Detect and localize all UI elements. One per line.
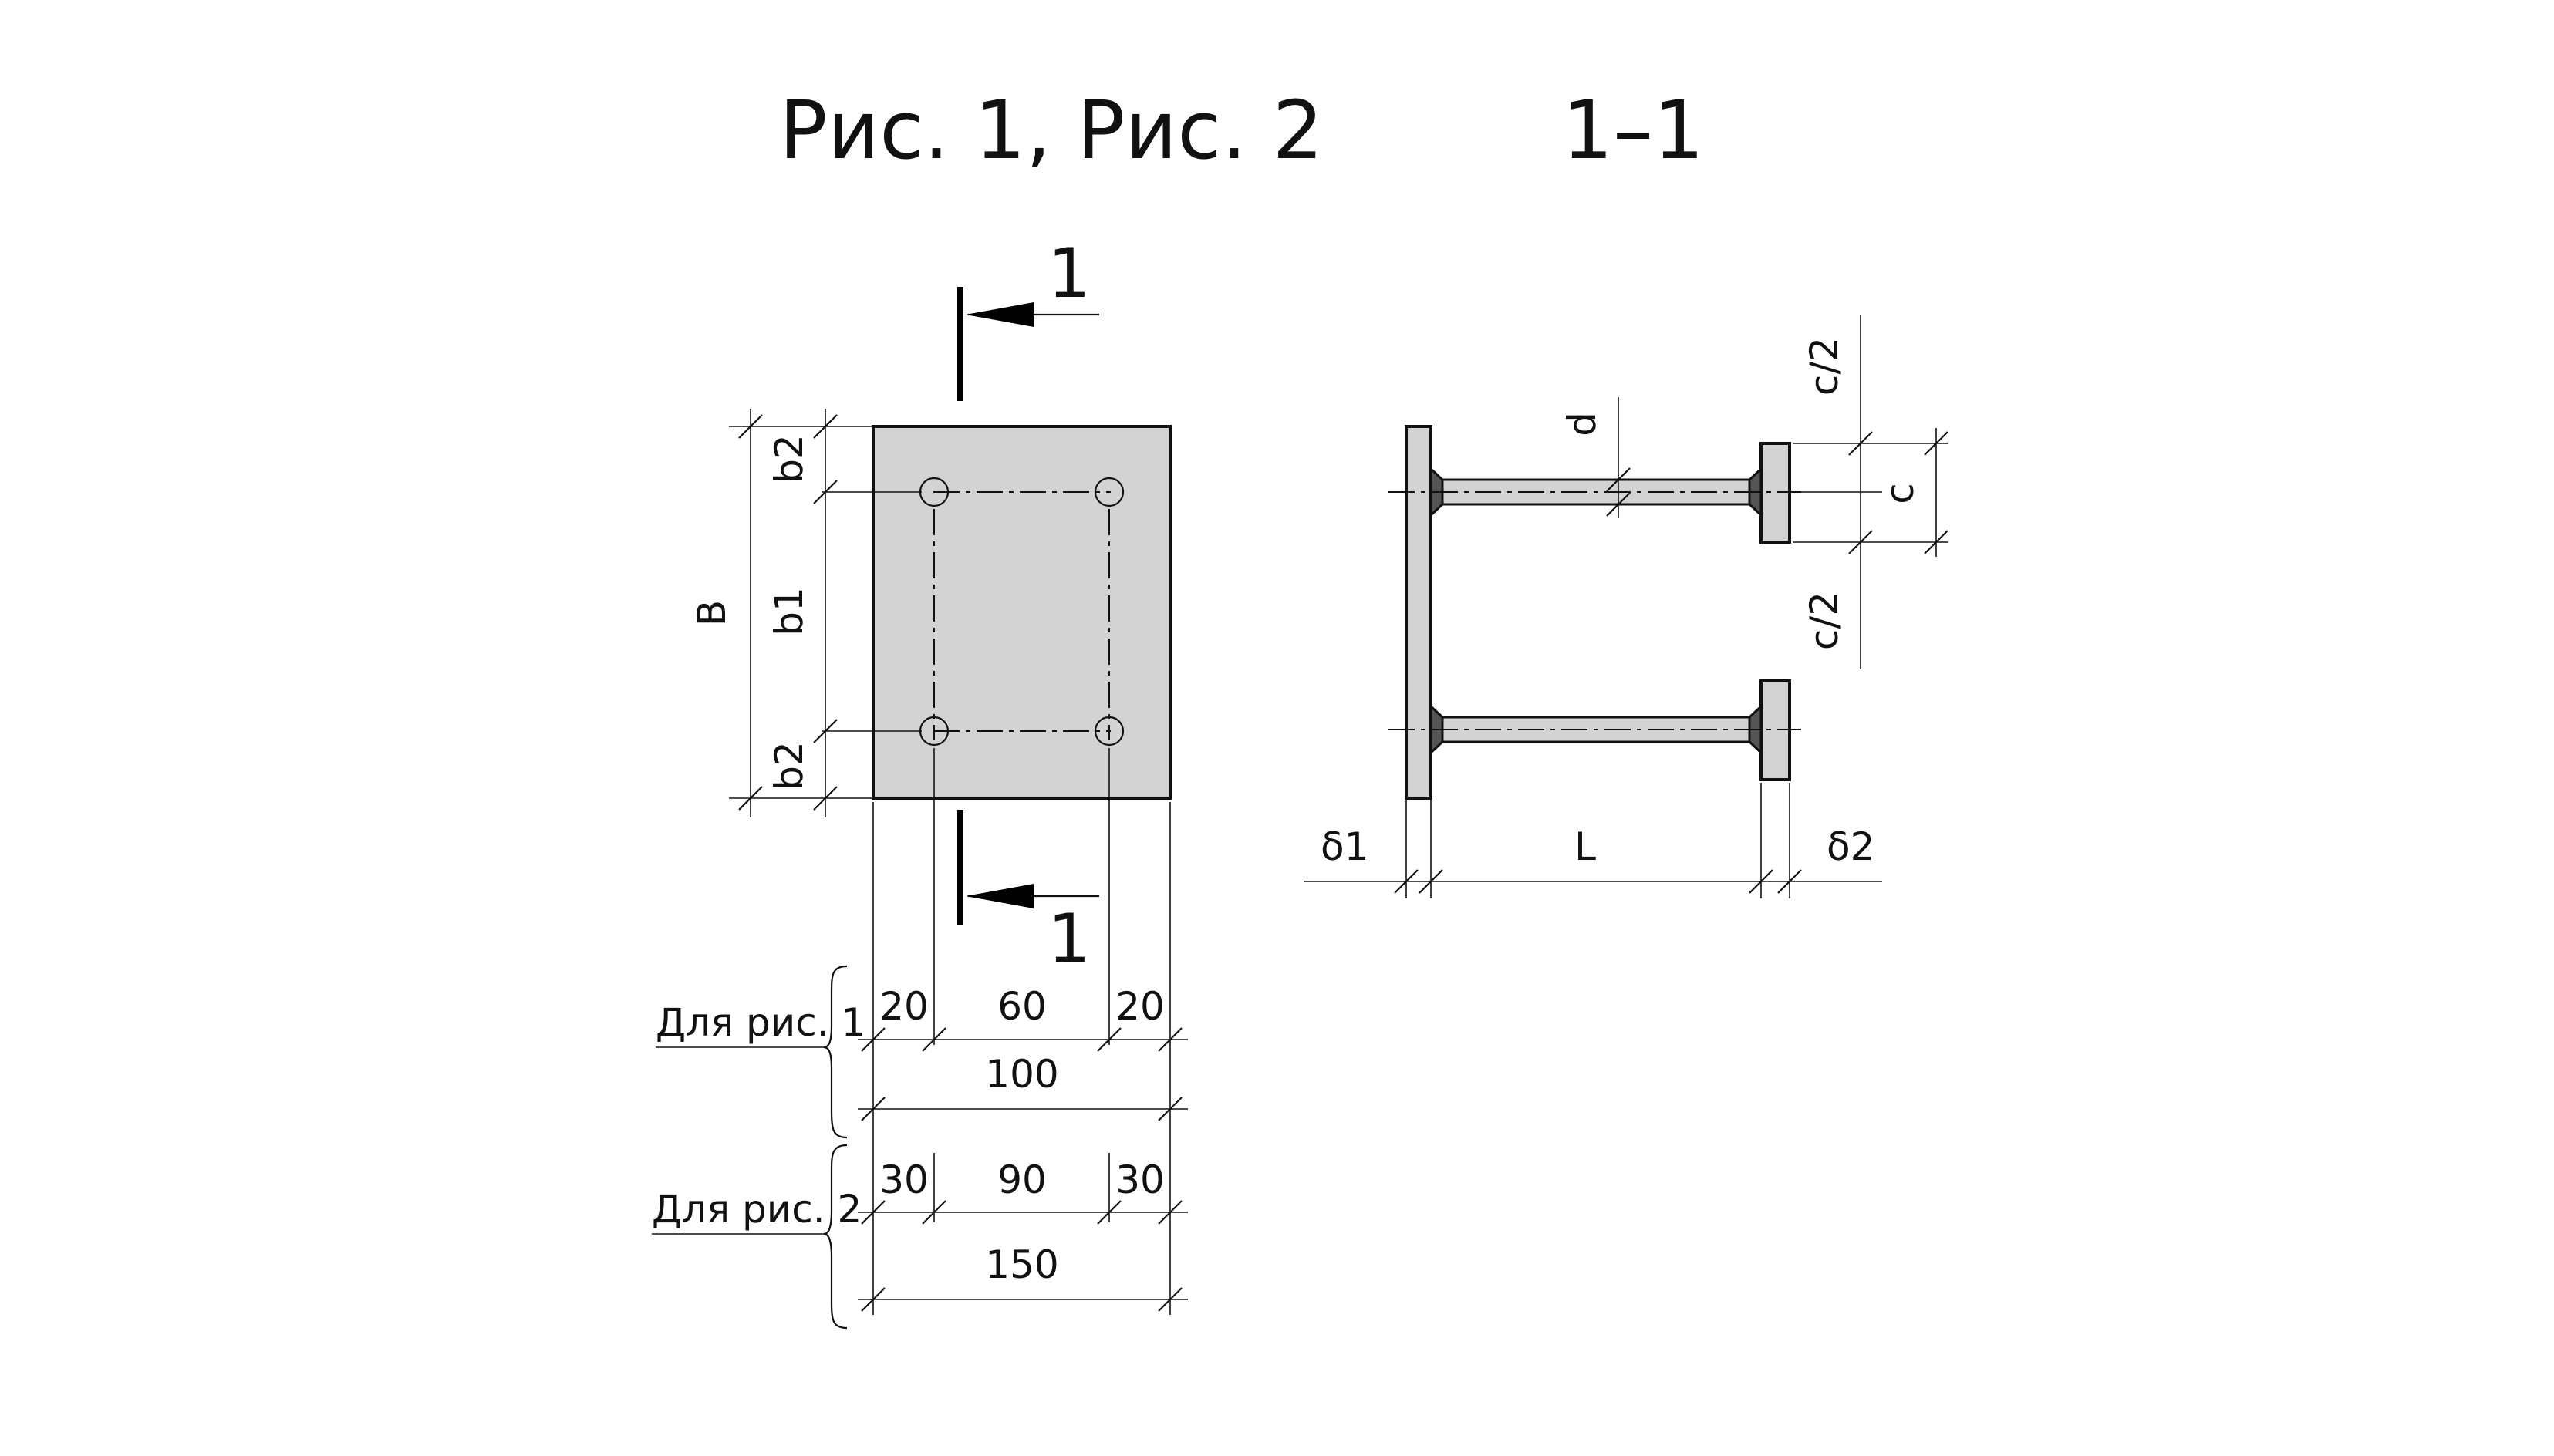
section-arrow-top (966, 302, 1034, 327)
label-c-half-bottom: c/2 (1802, 592, 1847, 650)
dim-fig2-left: 30 (879, 1158, 929, 1202)
label-b2-bottom: b2 (767, 741, 811, 790)
title-right: 1–1 (1562, 83, 1704, 177)
dimensions-fig2: Для рис. 2 30 90 30 150 (652, 1144, 1188, 1330)
label-delta1: δ1 (1321, 824, 1368, 869)
section-arrow-bottom (966, 884, 1034, 908)
caption-fig1: Для рис. 1 (656, 1000, 865, 1045)
brace-fig2 (823, 1144, 848, 1330)
dim-fig1-middle: 60 (997, 984, 1047, 1029)
dim-fig1-right: 20 (1115, 984, 1165, 1029)
dimensions-fig1: Для рис. 1 20 60 20 100 (656, 965, 1188, 1139)
title-left: Рис. 1, Рис. 2 (779, 83, 1324, 177)
bolt-hole (1094, 477, 1125, 507)
dim-fig2-middle: 90 (997, 1158, 1047, 1202)
label-d: d (1560, 412, 1604, 436)
plan-view: B b2 b1 b2 1 1 (690, 234, 1172, 1315)
dim-fig1-total: 100 (985, 1052, 1058, 1097)
label-c: c (1878, 483, 1922, 504)
label-B: B (690, 600, 734, 626)
dim-fig2-right: 30 (1115, 1158, 1165, 1202)
left-plate (1405, 425, 1432, 800)
base-plate (872, 425, 1172, 800)
label-b1: b1 (767, 587, 811, 636)
label-b2-top: b2 (767, 434, 811, 484)
dim-fig1-left: 20 (879, 984, 929, 1029)
label-L: L (1574, 824, 1596, 869)
brace-fig1 (823, 965, 848, 1139)
label-c-half-top: c/2 (1802, 337, 1847, 396)
caption-fig2: Для рис. 2 (652, 1187, 862, 1232)
label-delta2: δ2 (1827, 824, 1874, 869)
bolt-hole (1094, 716, 1125, 747)
section-label-bottom: 1 (1048, 899, 1091, 979)
dim-fig2-total: 150 (985, 1242, 1058, 1287)
section-view: d c/2 c c/2 δ1 L δ2 (1304, 315, 1948, 898)
section-label-top: 1 (1048, 234, 1091, 313)
